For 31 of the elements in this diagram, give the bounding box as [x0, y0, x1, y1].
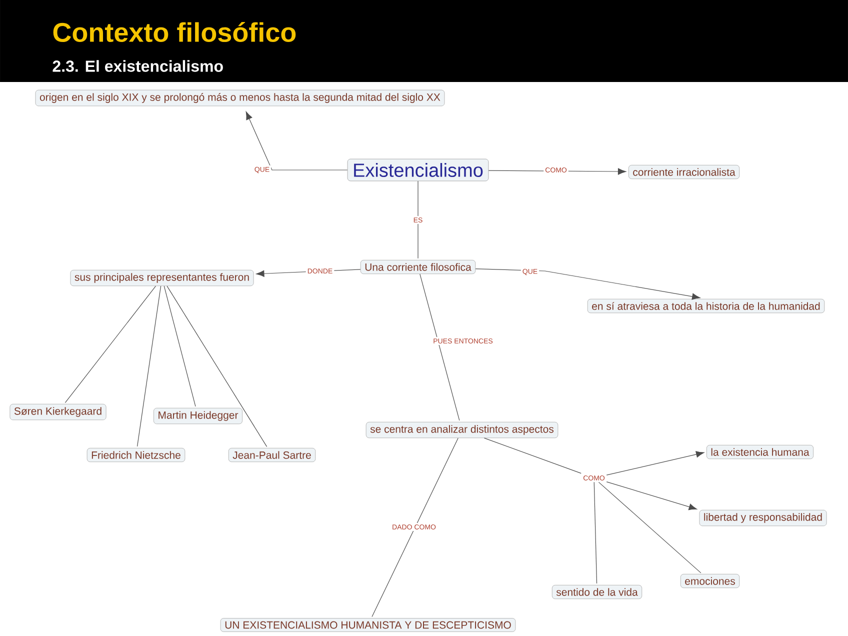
connector: [606, 482, 697, 510]
connector: [484, 438, 582, 474]
concept-box: libertad y responsabilidad: [699, 510, 827, 526]
concept-box: Una corriente filosofica: [360, 260, 476, 274]
concept-box: en sí atraviesa a toda la historia de la humanidad: [587, 298, 825, 314]
connector: [420, 274, 460, 421]
connector: [606, 451, 704, 476]
slide-subtitle: 2.3. El existencialismo: [52, 60, 223, 72]
main-concept-box: Existencialismo: [347, 158, 489, 182]
concept-box: Martin Heidegger: [154, 408, 242, 424]
concept-box: sus principales representantes fueron: [70, 270, 254, 286]
connector: [598, 482, 702, 574]
connector: [246, 112, 348, 170]
connector: [166, 286, 268, 447]
connector: [136, 286, 162, 447]
connector: [594, 482, 598, 584]
concept-box: emociones: [680, 574, 740, 588]
connector: [64, 286, 156, 404]
concept-box: sentido de la vida: [552, 584, 642, 600]
concept-box: Friedrich Nietzsche: [86, 448, 186, 462]
slide-title: Contexto filosófico: [53, 22, 296, 42]
concept-box: corriente irracionalista: [628, 164, 740, 180]
connector: [372, 438, 458, 618]
connector: [475, 268, 700, 300]
concept-box: UN EXISTENCIALISMO HUMANISTA Y DE ESCEPTICISMO: [220, 618, 516, 632]
concept-box: origen en el siglo XIX y se prolongó más o menos hasta la segunda mitad del siglo XX: [35, 90, 445, 106]
concept-box: se centra en analizar distintos aspectos: [366, 422, 558, 438]
concept-box: Søren Kierkegaard: [10, 404, 106, 420]
connector: [164, 286, 196, 407]
concept-box: Jean-Paul Sartre: [228, 448, 316, 462]
concept-box: la existencia humana: [706, 444, 814, 460]
